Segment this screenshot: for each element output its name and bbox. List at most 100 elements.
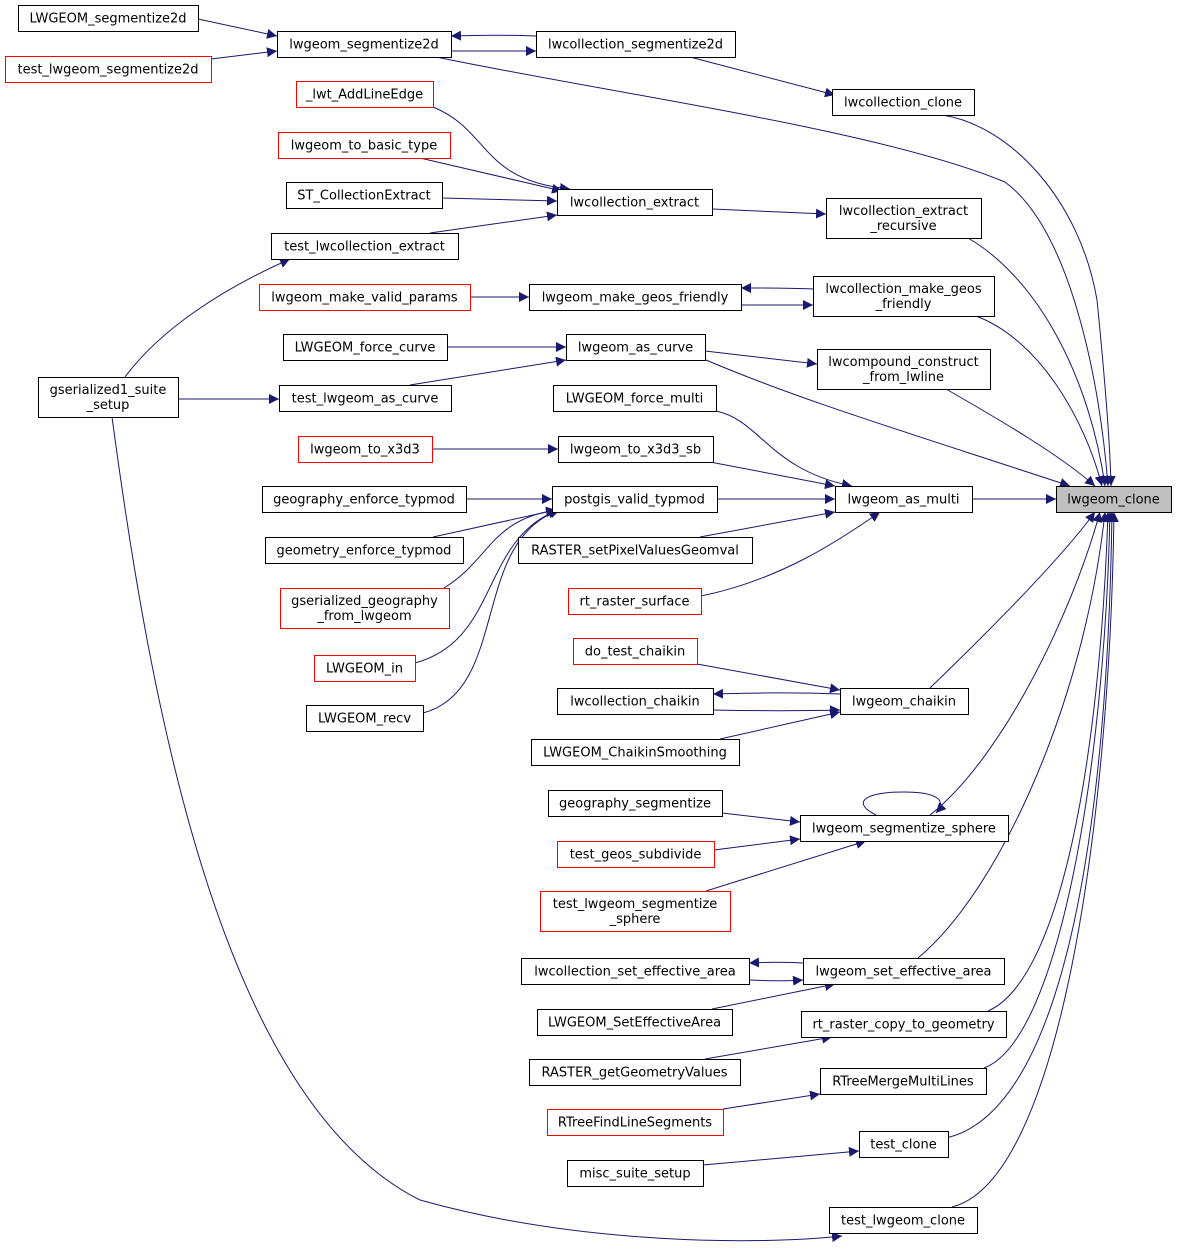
node-test_lwgeom_clone[interactable]: test_lwgeom_clone bbox=[829, 1207, 978, 1234]
node-label-RTreeFindLineSegments: RTreeFindLineSegments bbox=[558, 1116, 712, 1131]
edge-lwcollection_make_geos_friendly-to-lwgeom_make_geos_friendly bbox=[740, 283, 814, 294]
nodes-layer: lwgeom_clone lwcollection_clone lwcollecti… bbox=[5, 5, 1172, 1234]
node-gserialized1_suite_setup[interactable]: gserialized1_suite_setup bbox=[38, 377, 179, 418]
node-label-lwgeom_to_x3d3: lwgeom_to_x3d3 bbox=[310, 443, 420, 458]
node-test_clone[interactable]: test_clone bbox=[859, 1131, 949, 1158]
node-lwcollection_segmentize2d[interactable]: lwcollection_segmentize2d bbox=[536, 31, 736, 58]
node-test_lwcollection_extract[interactable]: test_lwcollection_extract bbox=[271, 233, 459, 260]
node-do_test_chaikin[interactable]: do_test_chaikin bbox=[573, 638, 698, 665]
node-box-lwcollection_chaikin bbox=[557, 688, 714, 715]
node-lwcollection_extract_recursive[interactable]: lwcollection_extract_recursive bbox=[826, 198, 982, 239]
edge-gserialized_geography_from_lwgeom-to-postgis_valid_typmod bbox=[443, 506, 557, 589]
node-label-lwcollection_chaikin: lwcollection_chaikin bbox=[570, 695, 699, 710]
node-RTreeFindLineSegments[interactable]: RTreeFindLineSegments bbox=[547, 1109, 724, 1136]
node-test_lwgeom_segmentize2d[interactable]: test_lwgeom_segmentize2d bbox=[5, 56, 212, 83]
node-LWGEOM_force_curve[interactable]: LWGEOM_force_curve bbox=[283, 334, 448, 361]
node-LWGEOM_recv[interactable]: LWGEOM_recv bbox=[306, 705, 424, 732]
node-box-LWGEOM_force_multi bbox=[553, 385, 717, 412]
node-label-lwcollection_set_effective_area: lwcollection_set_effective_area bbox=[534, 965, 735, 980]
node-label-lwgeom_make_valid_params: lwgeom_make_valid_params bbox=[271, 291, 458, 306]
edge-lwgeom_as_curve-to-lwcompound_construct_from_lwline bbox=[704, 350, 818, 368]
node-RASTER_getGeometryValues[interactable]: RASTER_getGeometryValues bbox=[529, 1059, 741, 1086]
node-label-lwcollection_make_geos_friendly: _friendly bbox=[875, 297, 932, 312]
node-box-do_test_chaikin bbox=[573, 638, 698, 665]
node-LWGEOM_segmentize2d[interactable]: LWGEOM_segmentize2d bbox=[18, 5, 199, 32]
node-LWGEOM_in[interactable]: LWGEOM_in bbox=[314, 655, 416, 682]
node-gserialized_geography_from_lwgeom[interactable]: gserialized_geography_from_lwgeom bbox=[280, 588, 450, 629]
node-label-lwgeom_to_x3d3_sb: lwgeom_to_x3d3_sb bbox=[570, 443, 701, 458]
node-box-LWGEOM_segmentize2d bbox=[18, 5, 199, 32]
node-label-geography_enforce_typmod: geography_enforce_typmod bbox=[273, 493, 455, 508]
node-label-lwgeom_to_basic_type: lwgeom_to_basic_type bbox=[291, 139, 437, 154]
edge-lwgeom_segmentize_sphere-to-lwgeom_clone bbox=[929, 511, 1103, 816]
node-box-lwcompound_construct_from_lwline bbox=[817, 349, 991, 390]
edge-test_lwgeom_segmentize2d-to-lwgeom_segmentize2d bbox=[210, 47, 278, 60]
node-lwcollection_clone[interactable]: lwcollection_clone bbox=[832, 89, 975, 116]
node-lwgeom_to_x3d3_sb[interactable]: lwgeom_to_x3d3_sb bbox=[558, 436, 714, 463]
node-RASTER_setPixelValuesGeomval[interactable]: RASTER_setPixelValuesGeomval bbox=[518, 537, 753, 564]
node-box-rt_raster_copy_to_geometry bbox=[801, 1011, 1007, 1038]
edge-lwcollection_chaikin-to-lwgeom_chaikin bbox=[712, 705, 841, 716]
edge-rt_raster_copy_to_geometry-to-lwgeom_clone bbox=[987, 511, 1113, 1012]
node-_lwt_AddLineEdge[interactable]: _lwt_AddLineEdge bbox=[296, 81, 434, 108]
node-lwcollection_make_geos_friendly[interactable]: lwcollection_make_geos_friendly bbox=[813, 276, 995, 317]
node-lwcollection_set_effective_area[interactable]: lwcollection_set_effective_area bbox=[521, 958, 750, 985]
edge-lwcollection_clone-to-lwgeom_clone bbox=[941, 114, 1116, 487]
node-lwgeom_make_valid_params[interactable]: lwgeom_make_valid_params bbox=[259, 284, 471, 311]
node-box-RTreeMergeMultiLines bbox=[820, 1068, 987, 1095]
edge-rt_raster_surface-to-lwgeom_as_multi bbox=[700, 511, 881, 597]
edge-ST_CollectionExtract-to-lwcollection_extract bbox=[441, 195, 558, 206]
node-lwcollection_chaikin[interactable]: lwcollection_chaikin bbox=[557, 688, 714, 715]
node-geometry_enforce_typmod[interactable]: geometry_enforce_typmod bbox=[265, 537, 464, 564]
node-label-lwcollection_extract_recursive: _recursive bbox=[869, 219, 936, 234]
node-geography_enforce_typmod[interactable]: geography_enforce_typmod bbox=[262, 486, 467, 513]
node-lwgeom_as_multi[interactable]: lwgeom_as_multi bbox=[835, 486, 973, 513]
node-label-gserialized1_suite_setup: _setup bbox=[86, 398, 130, 413]
edge-_lwt_AddLineEdge-to-lwcollection_extract bbox=[432, 106, 571, 193]
node-postgis_valid_typmod[interactable]: postgis_valid_typmod bbox=[552, 486, 718, 513]
node-box-lwgeom_to_basic_type bbox=[278, 132, 451, 159]
node-lwgeom_segmentize_sphere[interactable]: lwgeom_segmentize_sphere bbox=[800, 815, 1009, 842]
node-lwgeom_make_geos_friendly[interactable]: lwgeom_make_geos_friendly bbox=[529, 284, 742, 311]
node-label-rt_raster_surface: rt_raster_surface bbox=[579, 595, 689, 610]
node-lwcollection_extract[interactable]: lwcollection_extract bbox=[557, 189, 713, 216]
node-label-test_lwgeom_clone: test_lwgeom_clone bbox=[841, 1214, 965, 1229]
node-geography_segmentize[interactable]: geography_segmentize bbox=[548, 790, 723, 817]
node-test_lwgeom_as_curve[interactable]: test_lwgeom_as_curve bbox=[279, 385, 452, 412]
node-label-gserialized1_suite_setup: gserialized1_suite bbox=[50, 383, 167, 398]
node-RTreeMergeMultiLines[interactable]: RTreeMergeMultiLines bbox=[820, 1068, 987, 1095]
node-lwgeom_clone[interactable]: lwgeom_clone bbox=[1056, 486, 1172, 513]
node-test_lwgeom_segmentize_sphere[interactable]: test_lwgeom_segmentize_sphere bbox=[540, 891, 731, 932]
node-misc_suite_setup[interactable]: misc_suite_setup bbox=[567, 1160, 704, 1187]
node-ST_CollectionExtract[interactable]: ST_CollectionExtract bbox=[286, 182, 443, 209]
edge-lwcompound_construct_from_lwline-to-lwgeom_clone bbox=[945, 388, 1096, 487]
node-lwgeom_as_curve[interactable]: lwgeom_as_curve bbox=[566, 334, 706, 361]
node-lwgeom_segmentize2d[interactable]: lwgeom_segmentize2d bbox=[277, 31, 452, 58]
node-LWGEOM_ChaikinSmoothing[interactable]: LWGEOM_ChaikinSmoothing bbox=[531, 739, 740, 766]
node-label-RTreeMergeMultiLines: RTreeMergeMultiLines bbox=[832, 1075, 974, 1090]
node-label-test_geos_subdivide: test_geos_subdivide bbox=[570, 848, 702, 863]
node-test_geos_subdivide[interactable]: test_geos_subdivide bbox=[557, 841, 715, 868]
node-label-lwcompound_construct_from_lwline: lwcompound_construct bbox=[828, 355, 978, 370]
node-box-lwgeom_to_x3d3 bbox=[298, 436, 433, 463]
node-lwgeom_to_x3d3[interactable]: lwgeom_to_x3d3 bbox=[298, 436, 433, 463]
node-rt_raster_copy_to_geometry[interactable]: rt_raster_copy_to_geometry bbox=[801, 1011, 1007, 1038]
node-LWGEOM_SetEffectiveArea[interactable]: LWGEOM_SetEffectiveArea bbox=[537, 1009, 733, 1036]
node-LWGEOM_force_multi[interactable]: LWGEOM_force_multi bbox=[553, 385, 717, 412]
edge-lwgeom_segmentize_sphere-to-lwgeom_segmentize_sphere bbox=[862, 791, 947, 816]
node-label-lwcollection_clone: lwcollection_clone bbox=[844, 96, 962, 111]
node-label-lwgeom_clone: lwgeom_clone bbox=[1067, 493, 1160, 508]
node-box-LWGEOM_force_curve bbox=[283, 334, 448, 361]
edge-LWGEOM_force_multi-to-lwgeom_as_multi bbox=[715, 410, 853, 489]
node-box-lwcollection_extract_recursive bbox=[826, 198, 982, 239]
node-box-LWGEOM_SetEffectiveArea bbox=[537, 1009, 733, 1036]
node-box-lwgeom_as_curve bbox=[566, 334, 706, 361]
node-rt_raster_surface[interactable]: rt_raster_surface bbox=[568, 588, 702, 615]
node-lwgeom_set_effective_area[interactable]: lwgeom_set_effective_area bbox=[803, 958, 1005, 985]
node-lwgeom_to_basic_type[interactable]: lwgeom_to_basic_type bbox=[278, 132, 451, 159]
edge-lwgeom_chaikin-to-lwcollection_chaikin bbox=[712, 688, 841, 699]
node-lwgeom_chaikin[interactable]: lwgeom_chaikin bbox=[840, 688, 969, 715]
node-lwcompound_construct_from_lwline[interactable]: lwcompound_construct_from_lwline bbox=[817, 349, 991, 390]
node-label-test_lwcollection_extract: test_lwcollection_extract bbox=[284, 240, 445, 255]
